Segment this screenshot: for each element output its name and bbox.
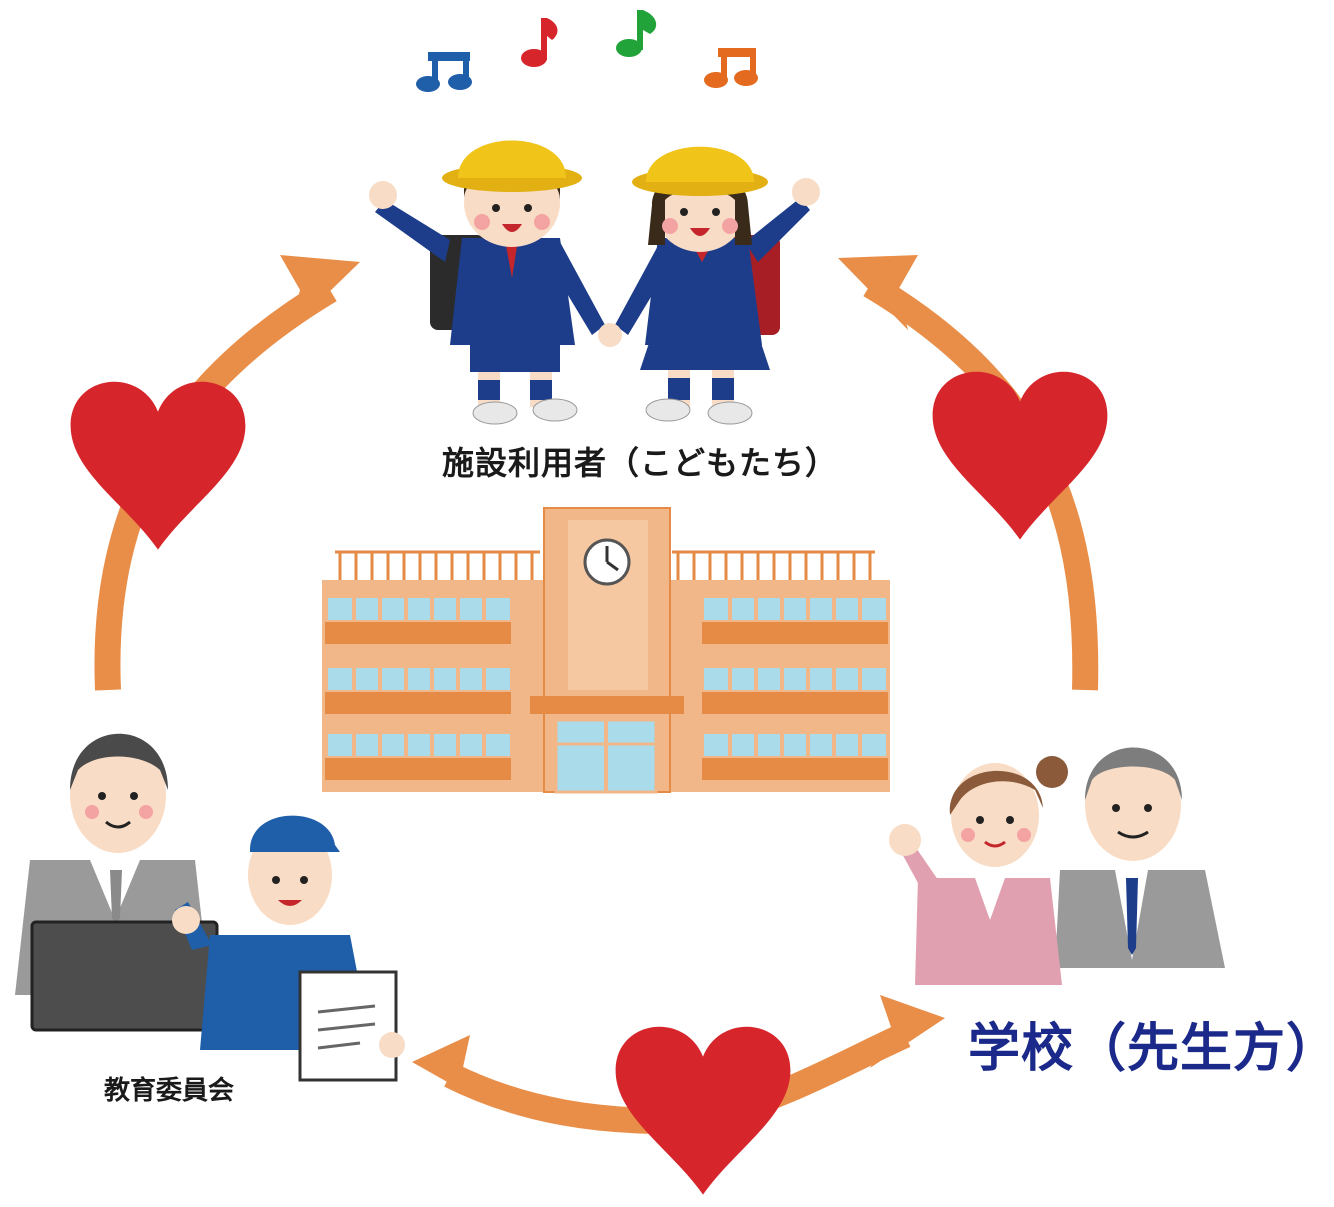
holding-hands xyxy=(598,323,622,347)
school-building-illustration xyxy=(322,507,890,794)
heart-left-icon xyxy=(70,381,246,550)
heart-right-icon xyxy=(932,371,1108,540)
education-board-label: 教育委員会 xyxy=(104,1076,235,1106)
right-wing-floors xyxy=(702,598,888,780)
music-note-green-icon xyxy=(616,10,657,57)
boy-student xyxy=(369,140,605,425)
entrance-canopy xyxy=(530,696,684,714)
education-board-illustration xyxy=(15,733,405,1082)
roof-railing-right xyxy=(672,550,875,580)
music-note-blue-icon xyxy=(416,52,472,92)
left-wing-floors xyxy=(325,598,511,780)
arrowhead-top-right xyxy=(838,255,918,330)
heart-bottom-icon xyxy=(615,1026,791,1195)
window-mullions xyxy=(352,598,862,756)
music-note-orange-icon xyxy=(704,48,758,88)
music-notes xyxy=(416,10,758,92)
arrowhead-bottom-right xyxy=(870,995,945,1068)
girl-student xyxy=(615,146,820,425)
music-note-red-icon xyxy=(521,18,558,67)
arrowhead-bottom-left xyxy=(412,1035,488,1105)
roof-railing-left xyxy=(335,550,540,580)
children-illustration xyxy=(369,140,820,425)
children-label: 施設利用者（こどもたち） xyxy=(442,444,839,482)
school-label: 学校（先生方） xyxy=(968,1019,1334,1079)
arrowhead-top-left xyxy=(280,255,360,330)
arrow-heads xyxy=(280,255,945,1105)
teachers-illustration xyxy=(889,747,1225,985)
